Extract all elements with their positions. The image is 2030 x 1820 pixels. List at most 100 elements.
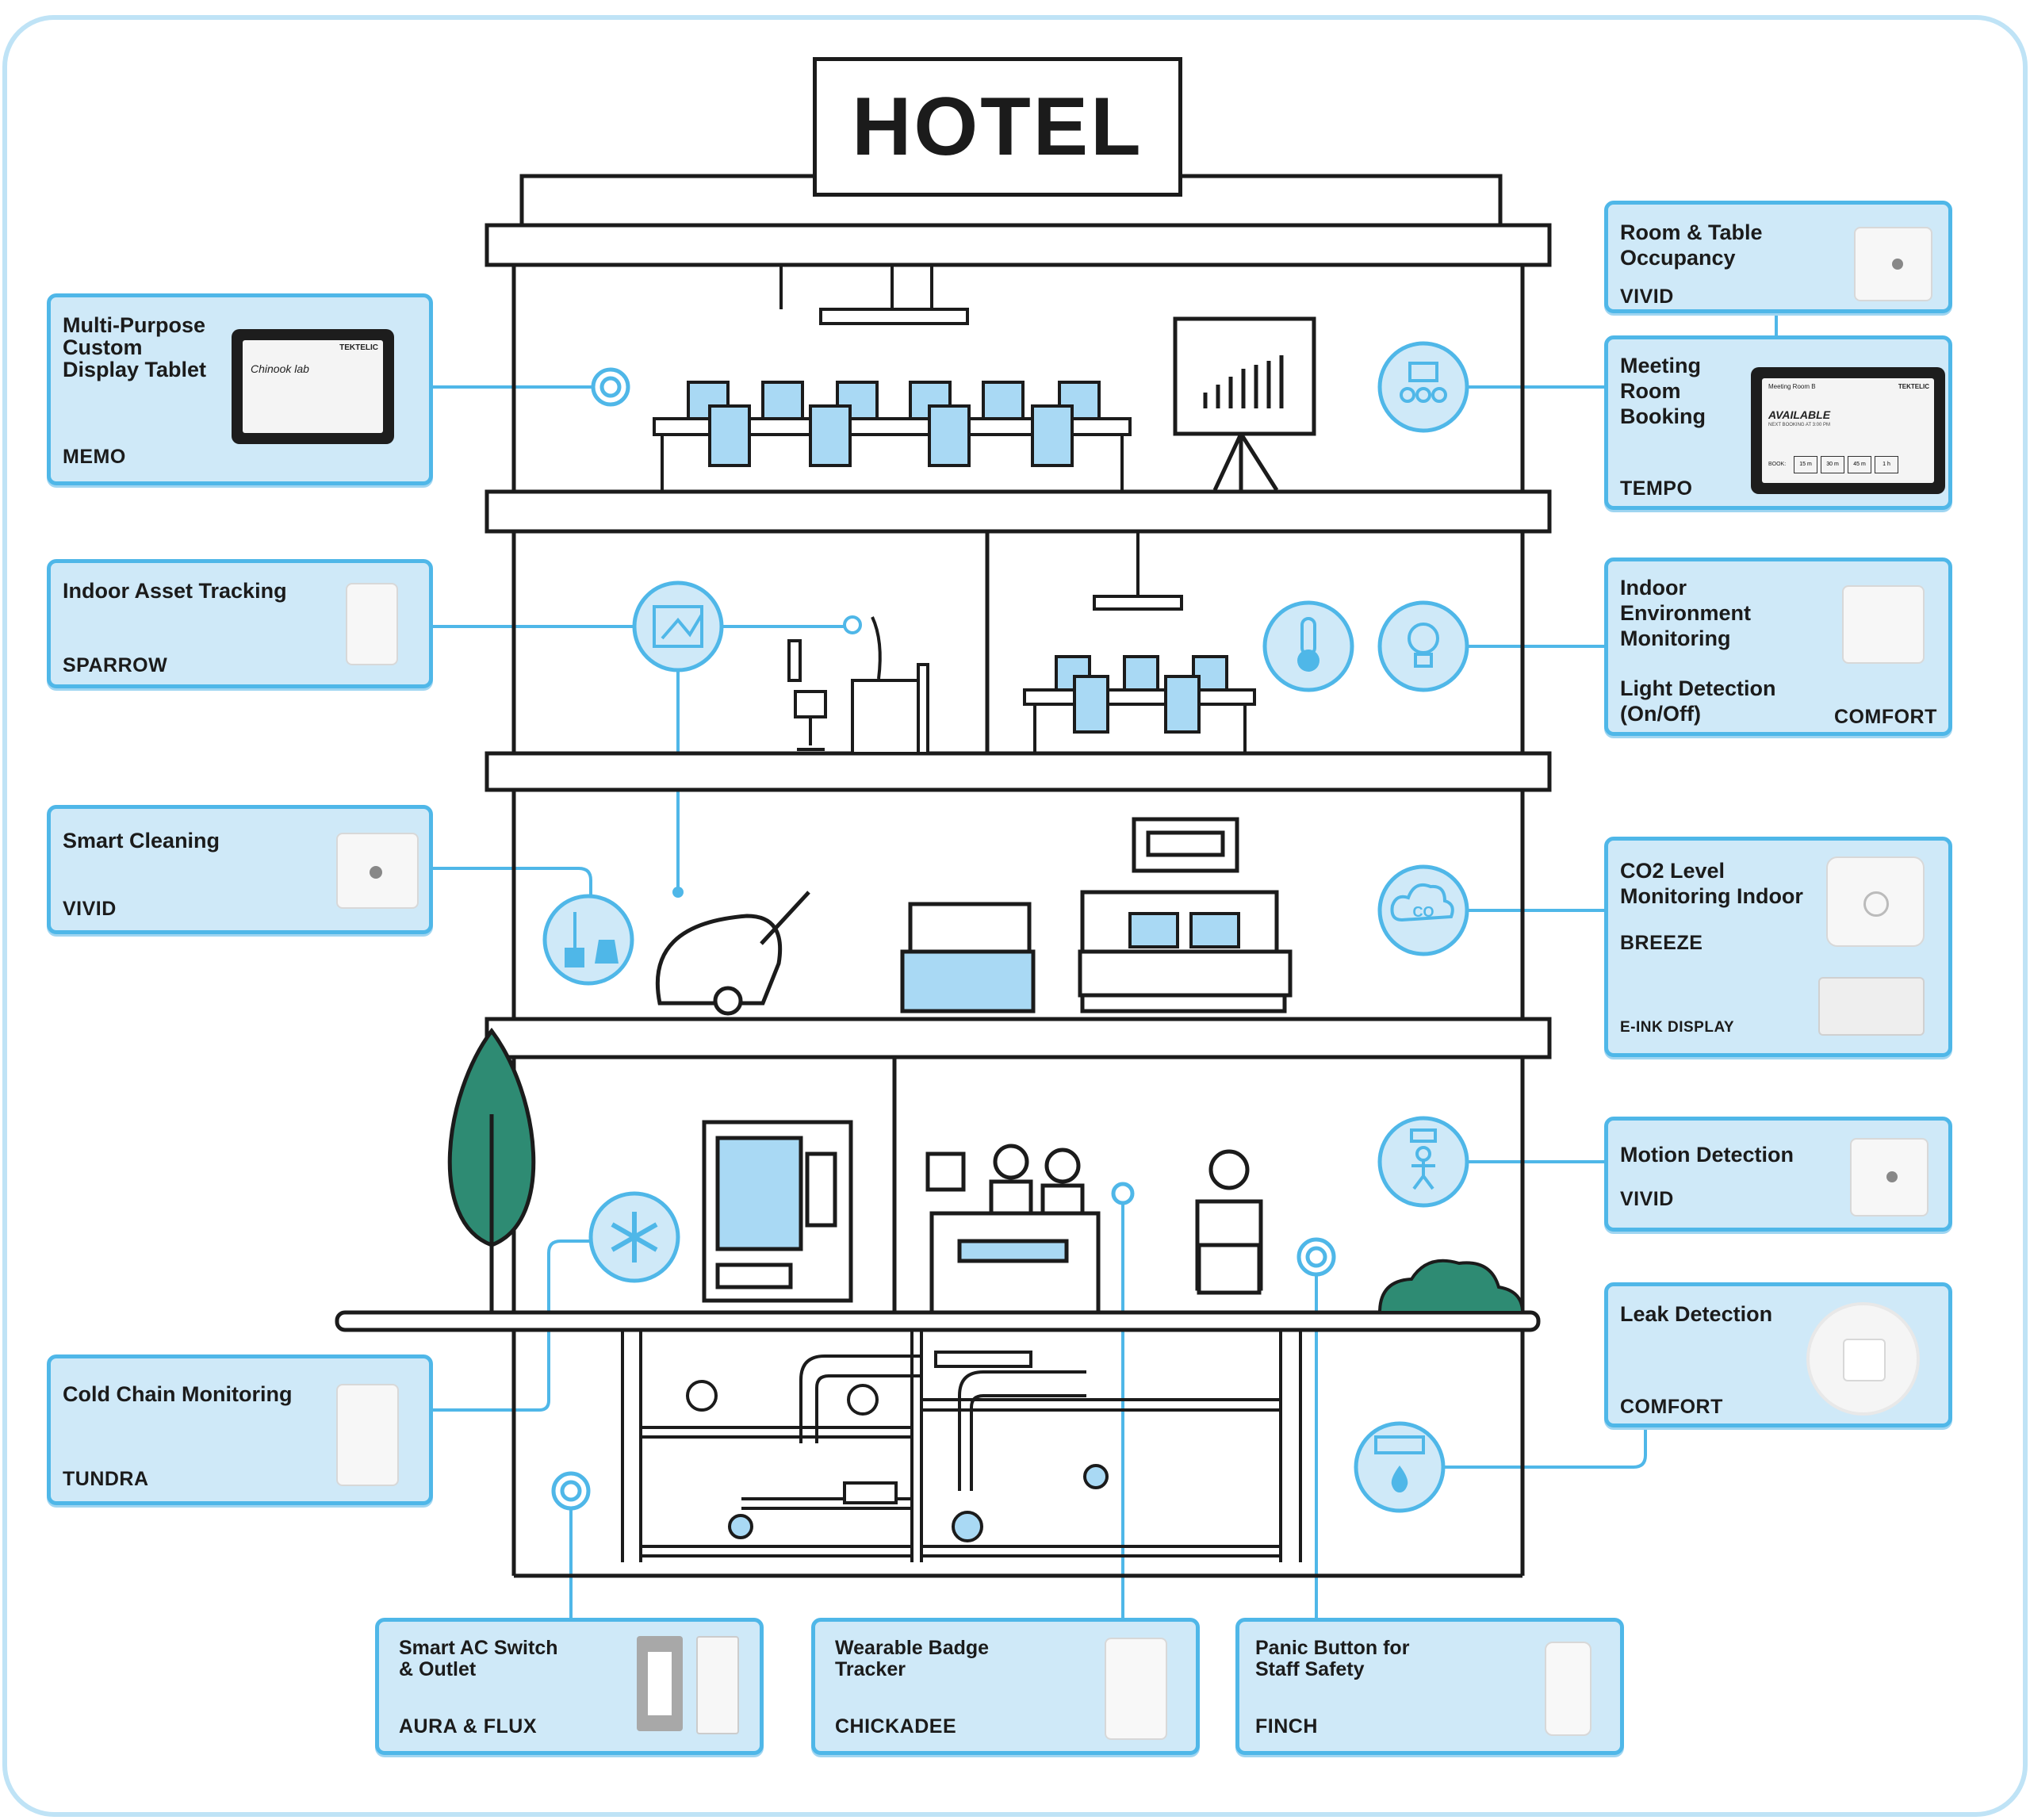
card-title-line: Indoor Asset Tracking (63, 579, 287, 603)
switch-image (637, 1636, 683, 1731)
breeze-device-image (1826, 856, 1925, 947)
valves (686, 1380, 1109, 1542)
product-name: TEMPO (1620, 477, 1693, 500)
card-motion[interactable]: Motion Detection VIVID (1604, 1117, 1952, 1232)
card-title-line: Light Detection (1620, 676, 1776, 700)
sparrow-device-image (346, 583, 398, 665)
card-leak[interactable]: Leak Detection COMFORT (1604, 1282, 1952, 1427)
card-title-line: Smart AC Switch (399, 1637, 558, 1659)
tablet-label: Chinook lab (251, 362, 309, 375)
product-name: FINCH (1255, 1715, 1318, 1738)
comfort-device-image (1842, 585, 1925, 664)
meeting-room-2 (1023, 531, 1256, 753)
reception-desk (925, 1144, 1101, 1315)
vivid-device-image (1850, 1138, 1928, 1217)
product-name: COMFORT (1834, 706, 1937, 728)
card-title-line: Cold Chain Monitoring (63, 1382, 293, 1406)
svg-text:CO: CO (1413, 904, 1434, 920)
chickadee-device-image (1105, 1638, 1167, 1740)
leak-cable-image (1806, 1302, 1920, 1416)
meeting-chairs (1055, 655, 1228, 734)
card-title-line: Environment (1620, 601, 1752, 625)
product-name: VIVID (1620, 1188, 1674, 1210)
outlet-image (696, 1636, 739, 1734)
card-title-line: (On/Off) (1620, 702, 1701, 726)
card-title-line: CO2 Level (1620, 859, 1726, 883)
tempo-tablet-image: Meeting Room B TEKTELIC AVAILABLE NEXT B… (1751, 367, 1945, 494)
card-title-line: Monitoring Indoor (1620, 884, 1803, 908)
pillows (1128, 912, 1240, 948)
book-option: 45 m (1848, 456, 1871, 473)
card-co2[interactable]: CO2 Level Monitoring Indoor BREEZE E-INK… (1604, 837, 1952, 1057)
card-memo[interactable]: Multi-Purpose Custom Display Tablet MEMO… (47, 293, 433, 485)
basement-pipes (621, 1330, 1302, 1562)
card-title-line: Panic Button for (1255, 1637, 1410, 1659)
co2-cloud-icon: CO (1377, 864, 1469, 956)
card-smart-cleaning[interactable]: Smart Cleaning VIVID (47, 805, 433, 934)
product-name: VIVID (63, 898, 117, 920)
card-title-line: Custom (63, 335, 143, 359)
card-title-line: Tracker (835, 1658, 906, 1680)
tree (447, 1027, 536, 1312)
conference-room (653, 265, 1132, 492)
leak-pipe-icon (1354, 1421, 1446, 1513)
card-title-line: Staff Safety (1255, 1658, 1365, 1680)
product-name: BREEZE (1620, 932, 1703, 954)
product-name: COMFORT (1620, 1396, 1723, 1418)
card-smart-ac[interactable]: Smart AC Switch & Outlet AURA & FLUX (375, 1618, 764, 1755)
tundra-device-image (336, 1384, 399, 1486)
thermometer-icon (1262, 600, 1354, 692)
memo-tablet-image: TEKTELIC Chinook lab (232, 329, 394, 444)
vivid-device-image (336, 833, 419, 909)
snowflake-icon (588, 1191, 680, 1283)
office-desk (787, 616, 929, 755)
office-sensor-dot (843, 615, 862, 634)
card-panic-button[interactable]: Panic Button for Staff Safety FINCH (1235, 1618, 1624, 1755)
card-meeting-room-booking[interactable]: Meeting Room Booking TEMPO Meeting Room … (1604, 335, 1952, 510)
tablet-brand: TEKTELIC (1898, 383, 1929, 390)
card-sparrow[interactable]: Indoor Asset Tracking SPARROW (47, 559, 433, 688)
card-badge[interactable]: Wearable Badge Tracker CHICKADEE (811, 1618, 1200, 1755)
card-title-line: Occupancy (1620, 246, 1736, 270)
card-title-line: Multi-Purpose (63, 313, 205, 337)
card-occupancy[interactable]: Room & Table Occupancy VIVID (1604, 201, 1952, 313)
card-title-line: Smart Cleaning (63, 829, 220, 853)
book-option: 30 m (1821, 456, 1844, 473)
connector-dot (672, 887, 684, 898)
eink-display-image (1818, 977, 1925, 1036)
vivid-device-image (1854, 227, 1932, 301)
hotel-sign: HOTEL (813, 57, 1182, 197)
card-title-line: Room (1620, 379, 1681, 403)
card-title-line: Booking (1620, 404, 1706, 428)
product-name: AURA & FLUX (399, 1715, 538, 1738)
product-name: SPARROW (63, 654, 168, 676)
product-name-secondary: E-INK DISPLAY (1620, 1019, 1735, 1036)
target-icon (591, 367, 630, 407)
bush (1377, 1259, 1525, 1314)
cleaning-icon (542, 894, 634, 986)
motion-person-icon (1377, 1116, 1469, 1208)
card-cold-chain[interactable]: Cold Chain Monitoring TUNDRA (47, 1354, 433, 1505)
finch-device-image (1545, 1642, 1591, 1736)
target-icon-basement (551, 1471, 591, 1511)
guest-room (900, 817, 1293, 1013)
tablet-status: AVAILABLE (1768, 408, 1831, 421)
card-indoor-environment[interactable]: Indoor Environment Monitoring Light Dete… (1604, 557, 1952, 736)
asset-map-icon (632, 580, 724, 672)
board-bars (1203, 355, 1284, 408)
card-title-line: & Outlet (399, 1658, 477, 1680)
book-option: 15 m (1794, 456, 1817, 473)
book-option: 1 h (1875, 456, 1898, 473)
connector-lines (433, 313, 1778, 1618)
meeting-people-icon (1377, 341, 1469, 433)
card-title-line: Motion Detection (1620, 1143, 1794, 1167)
tablet-book-label: BOOK: (1768, 462, 1787, 467)
building (335, 174, 1552, 1578)
card-title-line: Room & Table (1620, 220, 1763, 244)
card-title-line: Monitoring (1620, 626, 1731, 650)
card-title-line: Display Tablet (63, 358, 207, 381)
conference-chairs (687, 381, 1101, 467)
target-icon-lobby (1297, 1237, 1336, 1277)
